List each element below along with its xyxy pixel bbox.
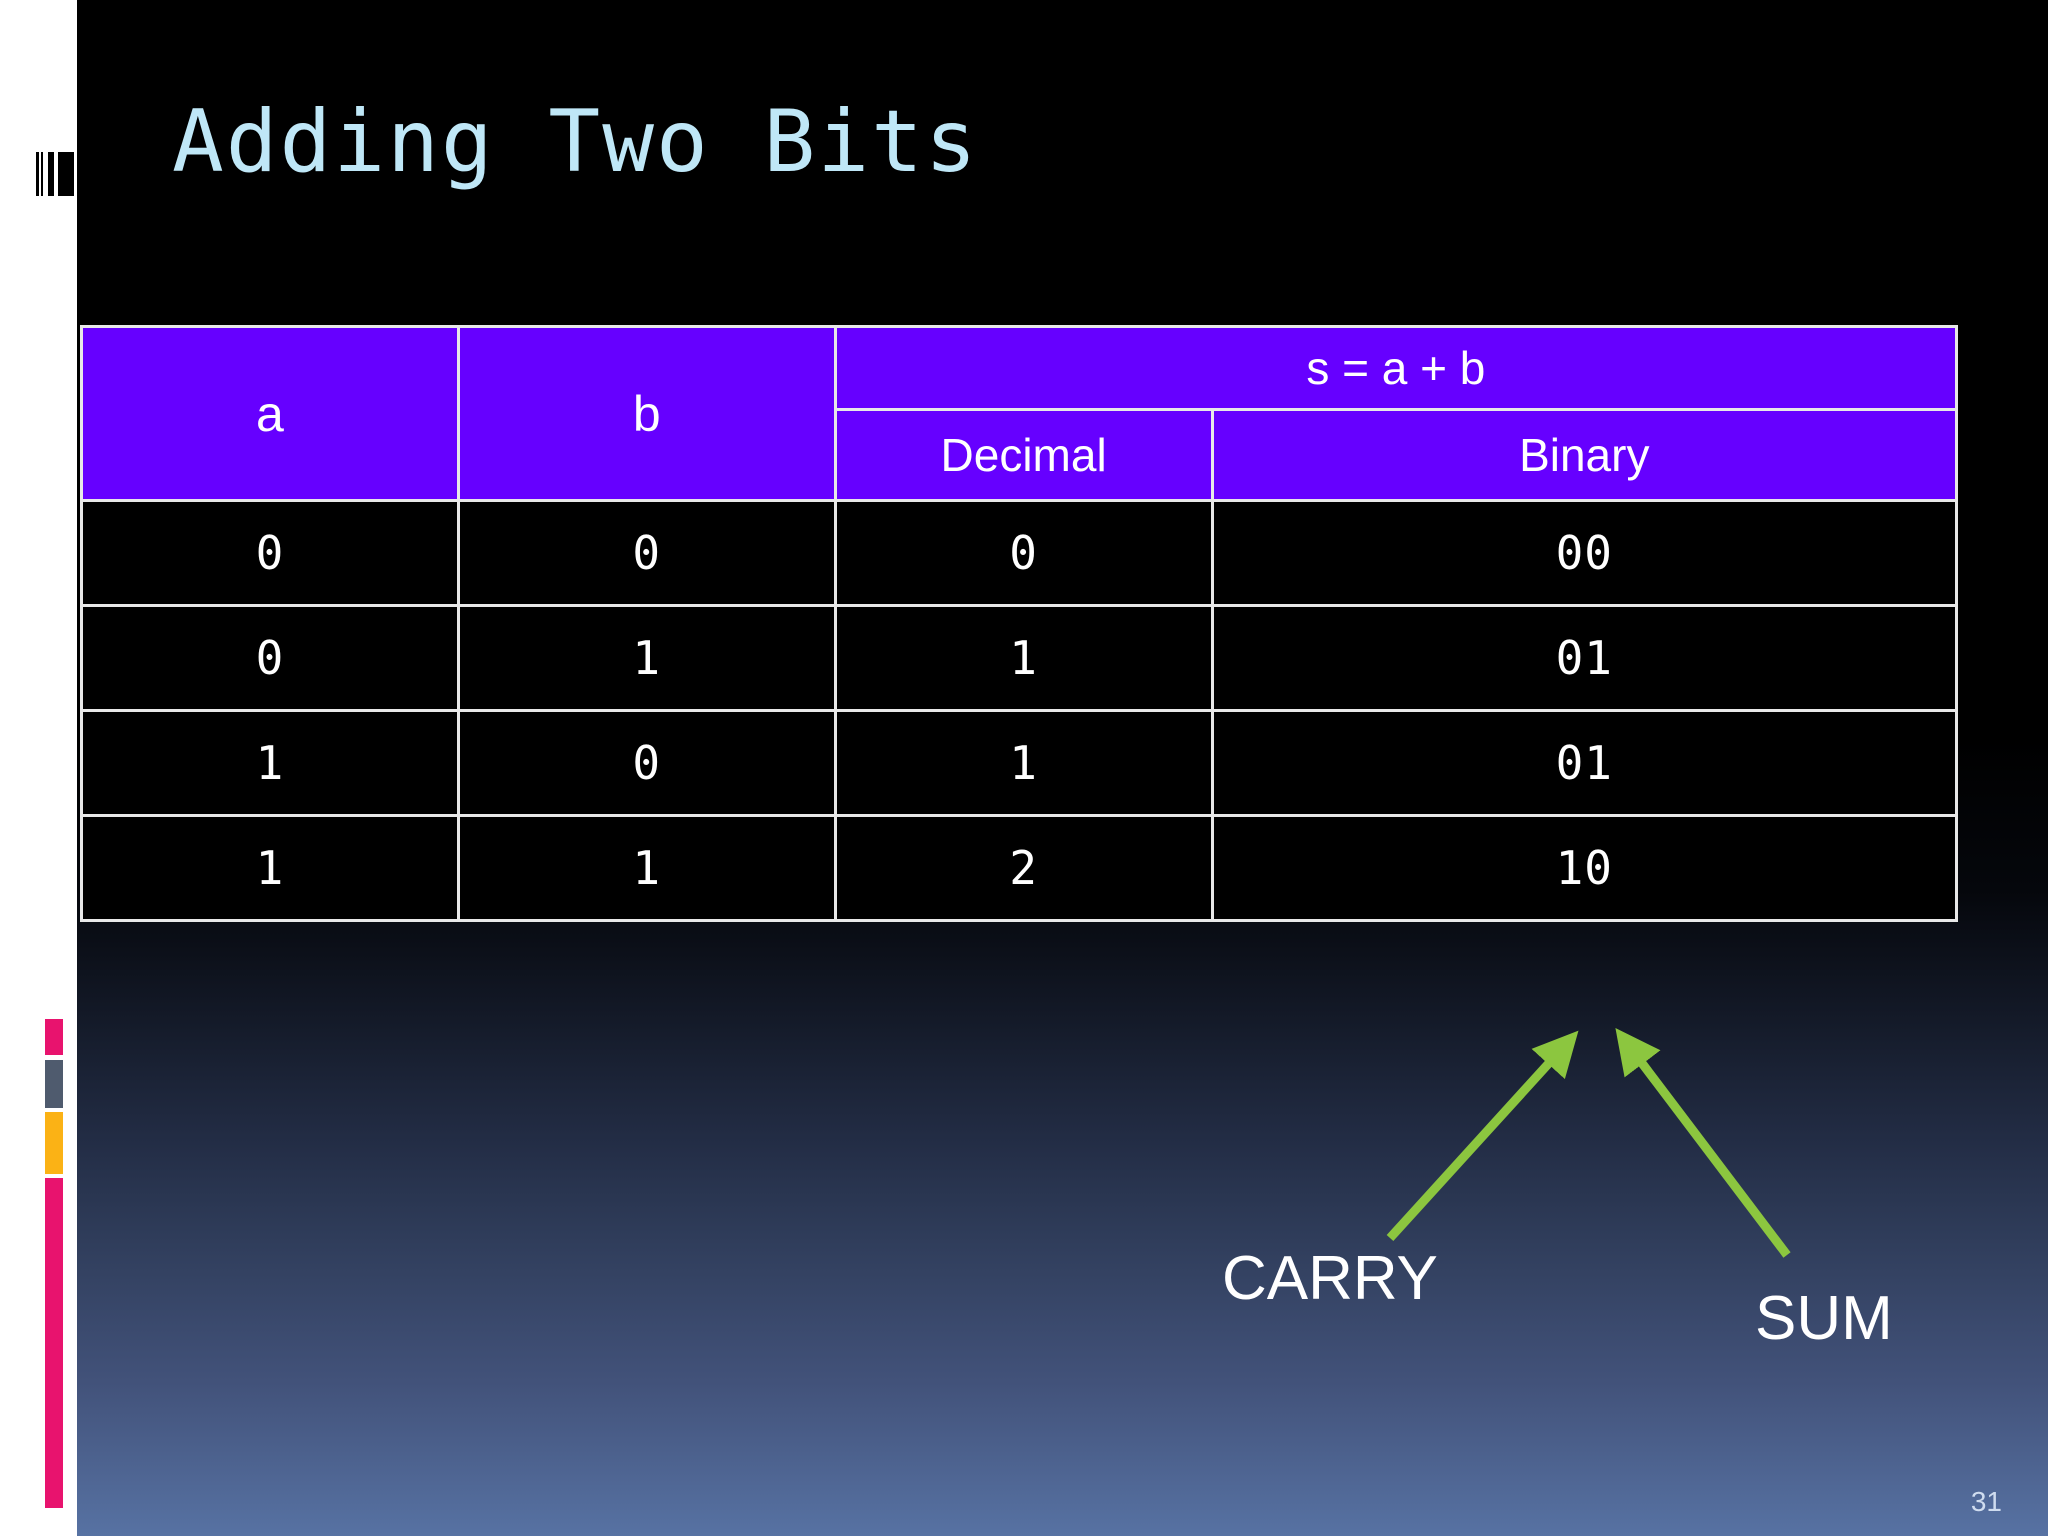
cell-a: 1 (80, 814, 460, 922)
table-row: 1 0 1 01 (80, 709, 1959, 817)
cell-a: 1 (80, 709, 460, 817)
truth-table: a b s = a + b Decimal Binary 0 0 0 00 0 … (80, 325, 1959, 922)
cell-b: 0 (456, 499, 837, 607)
sum-label: SUM (1755, 1284, 1893, 1353)
table-row: 0 1 1 01 (80, 604, 1959, 712)
cell-binary: 10 (1210, 814, 1959, 922)
header-cell-decimal: Decimal (833, 408, 1214, 502)
table-row: 1 1 2 10 (80, 814, 1959, 922)
cell-b: 1 (456, 604, 837, 712)
cell-a: 0 (80, 604, 460, 712)
left-accent-strip (0, 0, 77, 1536)
header-cell-a: a (80, 325, 460, 502)
table-header-row-1: a b s = a + b (80, 325, 1959, 502)
cell-binary: 00 (1210, 499, 1959, 607)
carry-arrow-icon (1386, 1030, 1579, 1242)
cell-a: 0 (80, 499, 460, 607)
accent-chip-slate (45, 1060, 63, 1108)
cell-decimal: 1 (833, 709, 1214, 817)
cell-b: 1 (456, 814, 837, 922)
cell-binary: 01 (1210, 604, 1959, 712)
page-number: 31 (1970, 1486, 2002, 1517)
table-header-row-2: Decimal Binary (82, 408, 1959, 502)
accent-chip-amber (45, 1112, 63, 1174)
cell-decimal: 2 (833, 814, 1214, 922)
accent-chip-pink-long (45, 1178, 63, 1508)
cell-b: 0 (456, 709, 837, 817)
cell-decimal: 0 (833, 499, 1214, 607)
table-row: 0 0 0 00 (80, 499, 1959, 607)
header-cell-binary: Binary (1210, 408, 1959, 502)
sum-arrow-icon (1615, 1027, 1791, 1258)
header-cell-b: b (456, 325, 837, 502)
accent-chip-pink-top (45, 1019, 63, 1055)
header-cell-sum-group: s = a + b (833, 325, 1959, 411)
page-title: Adding Two Bits (172, 92, 979, 192)
barcode-deco-icon (36, 152, 74, 196)
carry-label: CARRY (1222, 1244, 1438, 1313)
cell-decimal: 1 (833, 604, 1214, 712)
cell-binary: 01 (1210, 709, 1959, 817)
